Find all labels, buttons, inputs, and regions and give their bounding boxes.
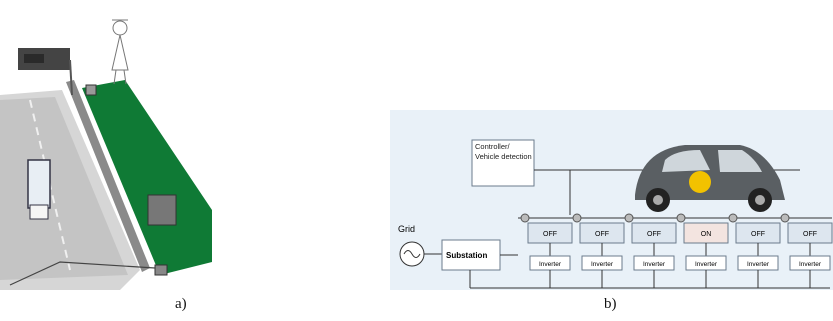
controller-label: Controller/ Vehicle detection [475, 142, 532, 161]
truck-cab [29, 204, 49, 220]
gantry-pole [69, 59, 73, 96]
truck-trailer [27, 159, 51, 209]
electric-car [635, 145, 785, 212]
segment-switch-icon [676, 213, 686, 223]
controller-box [471, 139, 535, 187]
grass-verge [82, 80, 212, 275]
inverter-label: Inverter [643, 261, 666, 268]
segment-state: ON [701, 231, 712, 238]
sine-wave-icon [403, 250, 421, 258]
inverter-label: Inverter [695, 261, 718, 268]
grid-label: Grid [398, 224, 415, 234]
sign-display [24, 54, 44, 63]
ground-unit [154, 264, 168, 276]
person-sketch [111, 19, 129, 85]
segment-switch-icon [728, 213, 738, 223]
substation-label: Substation [446, 251, 487, 260]
segment-row: OFF Inverter OFF Inverter OFF Inverter ON Inver… [518, 213, 833, 288]
road-scene-image [0, 19, 212, 290]
segment-state: OFF [803, 231, 817, 238]
panel-a-road-illustration [0, 0, 215, 300]
inverter-label: Inverter [747, 261, 770, 268]
car-badge-icon [689, 171, 711, 193]
segment-switch-icon [624, 213, 634, 223]
segment-switch-icon [572, 213, 582, 223]
caption-a: a) [175, 296, 187, 312]
segment-state: OFF [595, 231, 609, 238]
segment-state: OFF [751, 231, 765, 238]
inverter-label: Inverter [591, 261, 614, 268]
substation-box [441, 239, 501, 271]
panel-b-block-diagram: Grid Substation Controller/ Vehicle dete… [380, 0, 833, 300]
segment-switch-icon [780, 213, 790, 223]
segment-state: OFF [543, 231, 557, 238]
road-lane [0, 97, 128, 280]
segment-switch-icon [520, 213, 530, 223]
segment-state: OFF [647, 231, 661, 238]
roadside-cabinet [147, 194, 177, 226]
controller-text-holder: Controller/ Vehicle detection [475, 142, 532, 161]
power-cable [9, 261, 156, 286]
barrier-wall [66, 80, 150, 272]
inverter-label: Inverter [539, 261, 562, 268]
small-cabinet [85, 84, 97, 96]
caption-b: b) [604, 296, 617, 312]
block-diagram: Grid Substation Controller/ Vehicle dete… [390, 110, 833, 290]
inverter-label: Inverter [799, 261, 822, 268]
